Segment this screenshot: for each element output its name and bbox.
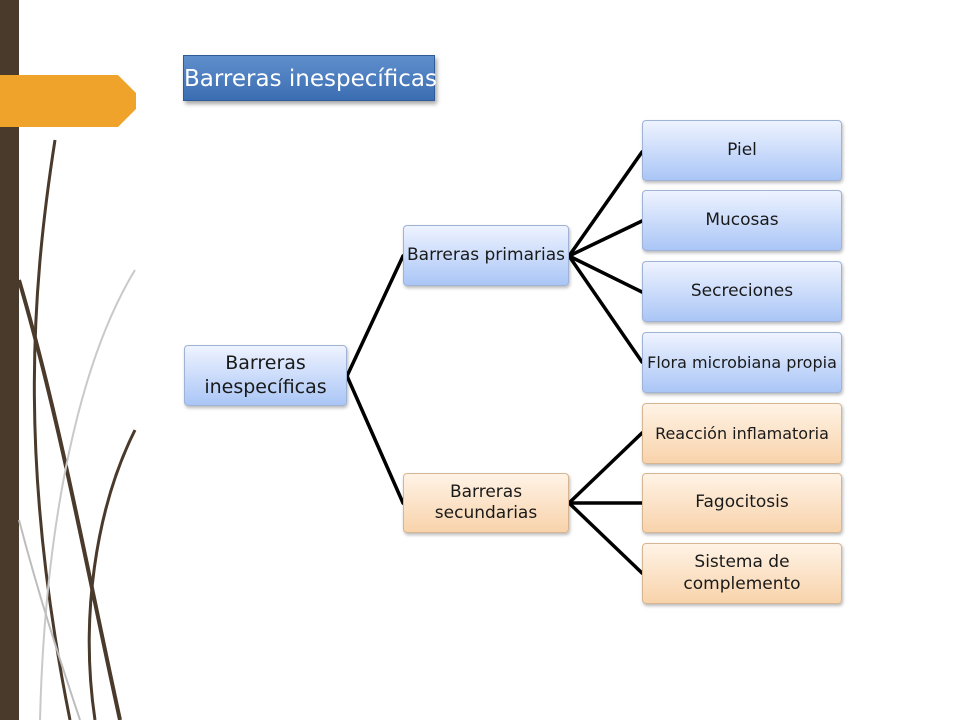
decorative-curves <box>17 139 137 720</box>
node-sistema-complemento: Sistema de complemento <box>642 543 842 604</box>
node-flora-microbiana: Flora microbiana propia <box>642 332 842 393</box>
connector-root-primary <box>345 254 405 378</box>
curve-line <box>87 429 137 720</box>
connector-primary-mucosas <box>567 219 644 258</box>
node-reaccion-inflamatoria: Reacción inflamatoria <box>642 403 842 464</box>
node-secreciones: Secreciones <box>642 261 842 322</box>
node-piel: Piel <box>642 120 842 181</box>
connector-root-secondary <box>345 374 405 505</box>
node-barreras-primarias: Barreras primarias <box>403 225 569 286</box>
connector-secondary-complemento <box>567 501 644 575</box>
connector-primary-flora <box>567 254 644 364</box>
connector-primary-piel <box>567 150 644 258</box>
slide-title: Barreras inespecíficas <box>183 55 437 101</box>
left-decorative-bar <box>0 0 19 720</box>
accent-tab <box>0 75 136 127</box>
connector-primary-secreciones <box>567 254 644 294</box>
curve-line <box>18 519 81 720</box>
node-root: Barreras inespecíficas <box>184 345 347 406</box>
curve-line <box>39 269 136 720</box>
curve-line <box>17 279 122 720</box>
node-fagocitosis: Fagocitosis <box>642 473 842 533</box>
curve-line <box>32 139 72 720</box>
connector-secondary-reaccion <box>567 431 644 505</box>
node-mucosas: Mucosas <box>642 190 842 251</box>
node-barreras-secundarias: Barreras secundarias <box>403 473 569 533</box>
